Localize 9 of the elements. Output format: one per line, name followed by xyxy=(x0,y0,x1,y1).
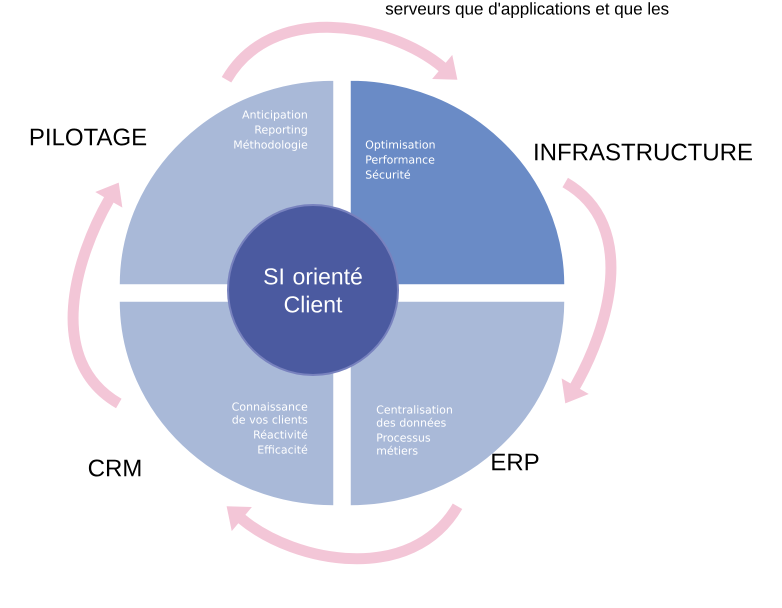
segment-heading: CRM xyxy=(88,460,140,476)
item-list: Anticipation Reporting Méthodologie xyxy=(234,110,308,151)
segment-heading: INFRASTRUCTURE xyxy=(535,144,752,160)
note-text: serveurs que d'applications et que les xyxy=(386,2,668,18)
segment-heading: ERP xyxy=(492,454,538,470)
segment-heading: PILOTAGE xyxy=(30,128,146,146)
item-list: Connaissance de vos clients Réactivité Efficacité xyxy=(232,402,308,454)
item-list: Optimisation Performance Sécurité xyxy=(366,140,435,179)
item-list: Centralisation des données Processus métiers xyxy=(376,405,452,455)
